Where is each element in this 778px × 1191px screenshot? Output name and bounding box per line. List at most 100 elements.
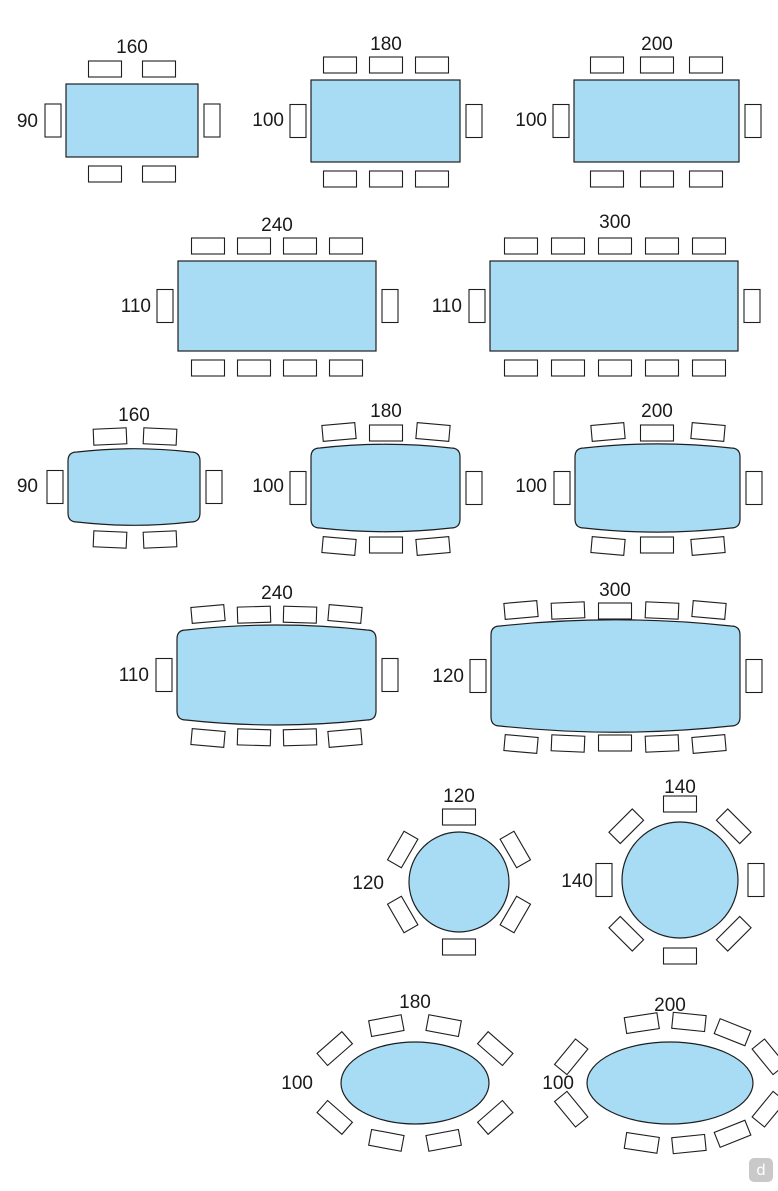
table-top — [408, 831, 510, 933]
chair — [662, 795, 698, 813]
chair — [415, 421, 451, 443]
chair — [690, 535, 726, 557]
table-top — [489, 260, 739, 352]
chair — [236, 605, 272, 624]
chair — [368, 1128, 405, 1152]
chair — [713, 1119, 752, 1149]
length-label: 160 — [118, 405, 150, 426]
length-label: 300 — [599, 212, 631, 233]
chair — [688, 56, 724, 74]
chair — [744, 103, 762, 139]
chair — [368, 56, 404, 74]
chair — [465, 470, 483, 506]
chair — [639, 424, 675, 442]
width-label: 100 — [252, 476, 284, 497]
table-group-rect-300x110: 300 110 — [432, 212, 761, 377]
chair — [282, 605, 318, 624]
chair — [644, 359, 680, 377]
chair — [691, 733, 727, 755]
chair — [503, 359, 539, 377]
chair — [476, 1099, 514, 1136]
chair — [623, 1012, 660, 1035]
chair — [289, 103, 307, 139]
chair — [321, 535, 357, 557]
chair — [87, 60, 123, 78]
chair — [623, 1131, 660, 1154]
chair — [205, 469, 223, 505]
chair — [425, 1128, 462, 1152]
length-label: 140 — [664, 777, 696, 798]
table-top — [67, 448, 201, 526]
chair — [414, 170, 450, 188]
width-label: 100 — [515, 110, 547, 131]
chair — [415, 535, 451, 557]
table-top — [176, 624, 377, 726]
table-group-barrel-180x100: 180 100 — [252, 401, 483, 557]
chair — [671, 1011, 707, 1033]
chair — [44, 103, 62, 138]
chair — [190, 237, 226, 255]
chair — [328, 237, 364, 255]
chair — [713, 1017, 752, 1047]
chair — [595, 862, 613, 898]
chair — [236, 237, 272, 255]
chair — [552, 103, 570, 139]
chair — [316, 1030, 354, 1067]
chair — [368, 536, 404, 554]
width-label: 110 — [432, 296, 462, 317]
chair — [690, 421, 726, 443]
chair — [639, 536, 675, 554]
chair — [597, 734, 633, 752]
chair — [691, 599, 727, 621]
table-top — [65, 83, 199, 158]
chair — [381, 288, 399, 324]
chair — [745, 658, 763, 694]
chair — [503, 237, 539, 255]
table-top — [621, 821, 739, 939]
table-top — [340, 1041, 490, 1125]
length-label: 200 — [641, 34, 673, 55]
width-label: 120 — [432, 666, 464, 687]
chair — [321, 421, 357, 443]
chair — [499, 895, 532, 934]
chair — [688, 170, 724, 188]
chair — [644, 734, 680, 753]
chair — [590, 421, 626, 443]
width-label: 120 — [352, 873, 384, 894]
chair — [553, 1090, 589, 1128]
chair — [425, 1014, 462, 1038]
chair — [92, 530, 128, 549]
chair — [92, 427, 128, 446]
chair — [608, 915, 645, 952]
length-label: 180 — [370, 401, 402, 422]
chair — [328, 359, 364, 377]
chair — [142, 530, 178, 549]
chair — [282, 237, 318, 255]
width-label: 110 — [121, 296, 151, 317]
chair — [386, 895, 419, 934]
chair — [476, 1030, 514, 1067]
chair — [550, 237, 586, 255]
width-label: 110 — [119, 665, 149, 686]
table-group-rect-200x100: 200 100 — [515, 34, 762, 188]
chair — [368, 1014, 405, 1038]
table-top — [310, 443, 461, 533]
chair — [589, 56, 625, 74]
width-label: 90 — [17, 111, 38, 132]
chair — [662, 947, 698, 965]
chair — [141, 165, 177, 183]
chair — [503, 733, 539, 755]
chair — [441, 808, 477, 826]
chair — [499, 830, 532, 869]
chair — [691, 359, 727, 377]
chair — [190, 359, 226, 377]
chair — [141, 60, 177, 78]
width-label: 100 — [542, 1073, 574, 1094]
width-label: 100 — [515, 476, 547, 497]
